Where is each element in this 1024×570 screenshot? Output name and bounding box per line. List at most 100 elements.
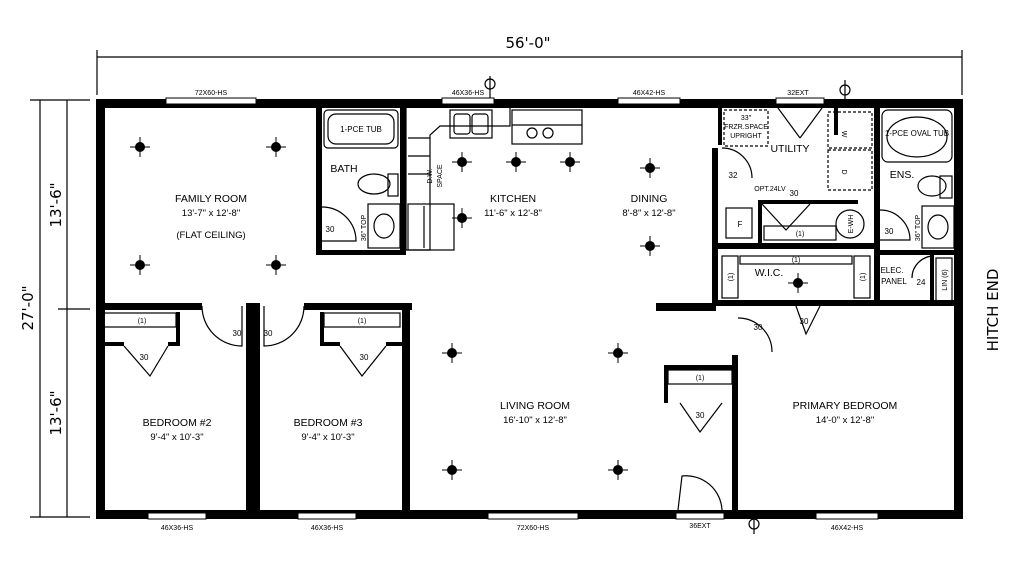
ceiling-light-icon	[608, 343, 628, 363]
hose-bib-icon	[748, 517, 760, 534]
bath-name: BATH	[330, 163, 357, 175]
bedroom3-name: BEDROOM #3	[294, 417, 363, 429]
shelf-label: (1)	[860, 273, 867, 282]
ceiling-light-icon	[640, 236, 660, 256]
dw-space-label: D.W.SPACE	[427, 164, 444, 188]
kitchen-size: 11'-6" x 12'-8"	[484, 208, 542, 219]
primary-bedroom-name: PRIMARY BEDROOM	[793, 400, 898, 412]
elec-panel-label: ELEC. PANEL	[880, 266, 907, 286]
door-label-36ext: 36EXT	[689, 523, 711, 530]
linen-label: LIN (6)	[942, 269, 949, 290]
bedroom3-size: 9'-4" x 10'-3"	[301, 432, 354, 443]
dining-name: DINING	[631, 193, 668, 205]
exterior-walls	[96, 99, 963, 519]
door-size-label: 30	[790, 189, 799, 198]
ceiling-light-icon	[640, 158, 660, 178]
furnace-label: F	[738, 220, 743, 229]
panel-label: PANEL	[881, 277, 907, 286]
exterior-door-bottom	[675, 475, 725, 520]
oval-tub-label: 1-PCE OVAL TUB	[885, 129, 949, 138]
bedroom2-size: 9'-4" x 10'-3"	[150, 432, 203, 443]
door-size-label: 30	[360, 353, 369, 362]
interior-walls	[96, 105, 956, 517]
ceiling-light-icon	[608, 460, 628, 480]
door-size-label: 24	[917, 278, 926, 287]
window-label: 46X36-HS	[311, 525, 344, 532]
ceiling-light-icon	[266, 255, 286, 275]
vanity-top-label: 36" TOP	[915, 214, 922, 241]
ens-name: ENS.	[890, 169, 915, 181]
water-heater-label: E-WH	[848, 215, 855, 234]
washer-label: W	[840, 131, 847, 138]
kitchen-name: KITCHEN	[490, 193, 536, 205]
hitch-end-label: HITCH END	[984, 269, 1002, 352]
ceiling-light-icon	[130, 255, 150, 275]
ceiling-light-icon	[452, 208, 472, 228]
window-label: 46X36-HS	[452, 90, 485, 97]
space-label: SPACE	[437, 164, 444, 188]
primary-bedroom-size: 14'-0" x 12'-8"	[816, 415, 874, 426]
shelf-label: (1)	[796, 231, 805, 238]
ceiling-light-icon	[560, 152, 580, 172]
windows	[147, 97, 879, 520]
kitchen-fixtures	[405, 108, 583, 251]
frzr-size: 33"	[741, 115, 752, 122]
utility-fixtures	[103, 109, 953, 385]
door-size-label: 30	[754, 323, 763, 332]
frzr-label: 33" FRZR.SPACE UPRIGHT	[724, 115, 768, 140]
door-size-label: 30	[140, 353, 149, 362]
frzr-space: FRZR.SPACE	[724, 124, 768, 131]
dining-size: 8'-8" x 12'-8"	[622, 208, 675, 219]
hose-bib-icon	[484, 76, 496, 98]
shelf-label: (1)	[358, 318, 367, 325]
window-label: 46X42-HS	[831, 525, 864, 532]
ceiling-light-icon	[788, 273, 808, 293]
upper-depth-label: 13'-6"	[47, 182, 65, 227]
door-size-label: 30	[696, 411, 705, 420]
door-label-32ext: 32EXT	[787, 90, 809, 97]
dimension-lines	[30, 50, 963, 518]
opt-lv-label: OPT.24LV	[754, 186, 786, 193]
door-size-label: 30	[326, 225, 335, 234]
family-room-name: FAMILY ROOM	[175, 193, 247, 205]
ceiling-light-icon	[442, 460, 462, 480]
interior-doors	[123, 147, 935, 434]
vanity-top-label: 36" TOP	[361, 214, 368, 241]
wic-name: W.I.C.	[755, 267, 784, 279]
door-size-label: 32	[729, 171, 738, 180]
overall-depth-label: 27'-0"	[19, 285, 37, 330]
utility-name: UTILITY	[770, 143, 809, 155]
living-room-size: 16'-10" x 12'-8"	[503, 415, 567, 426]
ceiling-light-icon	[442, 343, 462, 363]
door-size-label: 30	[264, 329, 273, 338]
bedroom2-name: BEDROOM #2	[143, 417, 212, 429]
window-label: 72X60-HS	[195, 90, 228, 97]
shelf-label: (1)	[696, 375, 705, 382]
door-size-label: 30	[233, 329, 242, 338]
shelf-label: (1)	[138, 318, 147, 325]
dw-label: D.W.	[427, 168, 434, 183]
shelf-label: (1)	[728, 273, 735, 282]
bath-fixtures	[323, 109, 955, 249]
window-label: 72X60-HS	[517, 525, 550, 532]
window-label: 46X36-HS	[161, 525, 194, 532]
living-room-name: LIVING ROOM	[500, 400, 570, 412]
exterior-door-top	[775, 97, 825, 139]
door-size-label: 30	[885, 227, 894, 236]
family-room-note: (FLAT CEILING)	[176, 230, 245, 241]
lower-depth-label: 13'-6"	[47, 390, 65, 435]
family-room-size: 13'-7" x 12'-8"	[182, 208, 240, 219]
door-size-label: 30	[800, 317, 809, 326]
light-fixtures	[130, 137, 808, 480]
ceiling-light-icon	[130, 137, 150, 157]
dryer-label: D	[840, 169, 847, 174]
tub-label: 1-PCE TUB	[340, 125, 382, 134]
ceiling-light-icon	[452, 152, 472, 172]
frzr-upright: UPRIGHT	[730, 133, 762, 140]
hose-bib-icon	[839, 80, 851, 99]
overall-width-label: 56'-0"	[505, 34, 550, 52]
window-label: 46X42-HS	[633, 90, 666, 97]
ceiling-light-icon	[266, 137, 286, 157]
elec-label: ELEC.	[880, 266, 903, 275]
